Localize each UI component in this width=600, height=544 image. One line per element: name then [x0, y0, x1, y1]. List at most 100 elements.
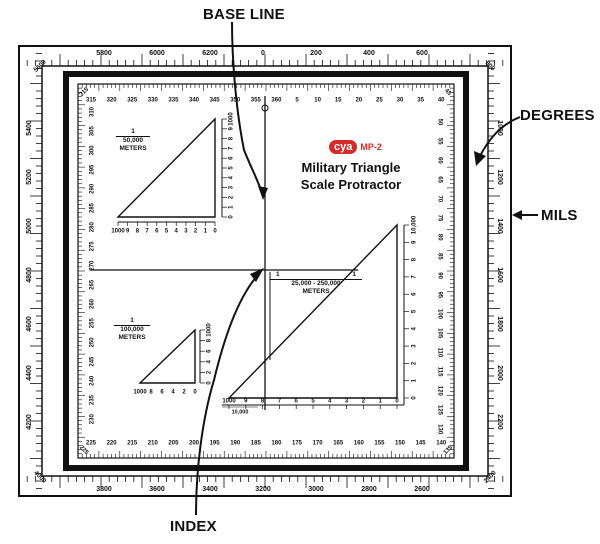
degree-label-top: 320 [107, 98, 118, 104]
triangle-100k-base-label: 6 [160, 390, 164, 396]
degree-label-top: 15 [335, 98, 342, 104]
triangle-large-base-label: 9 [244, 399, 248, 405]
scale-label-50k: 1 50,000 METERS [116, 128, 150, 153]
degree-label-left: 275 [90, 241, 96, 252]
degrees-callout: DEGREES [520, 107, 595, 124]
degree-label-top: 330 [148, 98, 159, 104]
degree-label-left: 290 [90, 183, 96, 194]
triangle-large-base-label: 1 [379, 399, 383, 405]
degree-label-top: 335 [168, 98, 179, 104]
triangle-50k-base-label: 8 [136, 229, 140, 235]
scale-25k-num-right: 1 [352, 271, 356, 278]
degree-label-top: 345 [210, 98, 221, 104]
degree-label-top: 10 [314, 98, 321, 104]
triangle-large-side-label: 1 [412, 378, 418, 382]
triangle-ticks [117, 118, 409, 409]
degree-label-bottom: 200 [189, 441, 200, 447]
degree-label-right: 75 [436, 215, 442, 222]
degree-label-top: 5 [295, 98, 299, 104]
triangle-100k [138, 328, 196, 384]
degree-label-left: 270 [90, 260, 96, 271]
triangle-large-side-label: 6 [412, 292, 418, 296]
triangle-large-side-label: 7 [412, 275, 418, 279]
scale-50k-unit: METERS [119, 145, 147, 152]
index-arrow [195, 274, 259, 516]
mils-label-right: 1600 [496, 267, 503, 283]
scale-25k-numerators: 1 1 [270, 271, 362, 280]
triangle-50k [116, 117, 216, 218]
degree-label-top: 20 [355, 98, 362, 104]
triangle-100k-side-label: 8 [207, 338, 213, 342]
cya-logo: cya [329, 139, 358, 154]
triangle-large [227, 223, 398, 399]
mils-label-left: 5400 [26, 120, 33, 136]
mils-label-top: 6200 [202, 50, 218, 57]
degree-label-left: 235 [90, 394, 96, 405]
mils-label-right: 1000 [496, 120, 503, 136]
title-line-2: Scale Protractor [300, 177, 402, 192]
mils-label-right: 2000 [496, 365, 503, 381]
triangle-large-base-label: 1000 [222, 399, 236, 405]
degree-label-top: 315 [86, 98, 97, 104]
mils-label-top: 5800 [96, 50, 112, 57]
index-callout: INDEX [170, 518, 217, 535]
degree-label-right: 130 [436, 424, 442, 435]
degree-label-top: 35 [417, 98, 424, 104]
triangle-50k-side-label: 1000 [229, 112, 235, 126]
degree-label-bottom: 155 [374, 441, 385, 447]
degree-label-left: 230 [90, 414, 96, 425]
triangle-50k-base-label: 7 [145, 229, 149, 235]
triangle-100k-base-label: 4 [171, 390, 175, 396]
degree-label-bottom: 140 [436, 441, 447, 447]
degree-frame [63, 71, 469, 471]
triangle-100k-side-label: 0 [207, 381, 213, 385]
degree-label-bottom: 160 [354, 441, 365, 447]
mils-label-right: 1800 [496, 316, 503, 332]
degree-label-top: 25 [376, 98, 383, 104]
degree-label-right: 90 [436, 272, 442, 279]
degree-label-left: 255 [90, 318, 96, 329]
degrees-arrow [478, 116, 521, 159]
degree-label-bottom: 205 [168, 441, 179, 447]
mils-label-left: 4800 [26, 267, 33, 283]
mils-label-left: 4600 [26, 316, 33, 332]
scale-25k-num-left: 1 [276, 271, 280, 278]
scale-label-100k: 1 100,000 METERS [114, 317, 150, 342]
triangle-50k-side-label: 2 [229, 195, 235, 199]
degree-label-right: 110 [436, 348, 442, 358]
mils-label-right: 1400 [496, 218, 503, 234]
scale-100k-unit: METERS [118, 334, 146, 341]
triangle-100k-side-label: 2 [207, 370, 213, 374]
triangle-100k-base-label: 0 [193, 390, 197, 396]
triangle-100k-side-label: 4 [207, 359, 213, 363]
triangle-50k-side-label: 1 [229, 205, 235, 209]
degree-label-bottom: 220 [107, 441, 118, 447]
triangle-100k-base-label: 1000 [133, 390, 147, 396]
triangle-50k-base-label: 5 [165, 229, 169, 235]
mils-label-right: 2200 [496, 414, 503, 430]
triangle-50k-side-label: 8 [229, 136, 235, 140]
degree-label-left: 260 [90, 298, 96, 309]
degree-label-left: 250 [90, 337, 96, 348]
mils-label-bottom: 3200 [255, 486, 271, 493]
triangle-50k-base-label: 4 [175, 229, 179, 235]
degree-label-top: 325 [127, 98, 138, 104]
triangle-50k-side-label: 3 [229, 185, 235, 189]
degree-label-right: 100 [436, 309, 442, 320]
mils-label-bottom: 2600 [414, 486, 430, 493]
triangle-50k-base-label: 1 [204, 229, 208, 235]
degree-label-right: 95 [436, 291, 442, 298]
degree-label-right: 55 [436, 138, 442, 145]
degree-label-bottom: 180 [271, 441, 282, 447]
degree-label-corner: 315 [79, 86, 91, 98]
triangle-50k-side-label: 7 [229, 146, 235, 150]
degree-label-corner: 225 [78, 445, 90, 457]
degree-label-right: 115 [436, 367, 442, 377]
degree-label-right: 80 [436, 234, 442, 241]
degree-label-right: 50 [436, 119, 442, 126]
degree-label-right: 125 [436, 405, 442, 416]
